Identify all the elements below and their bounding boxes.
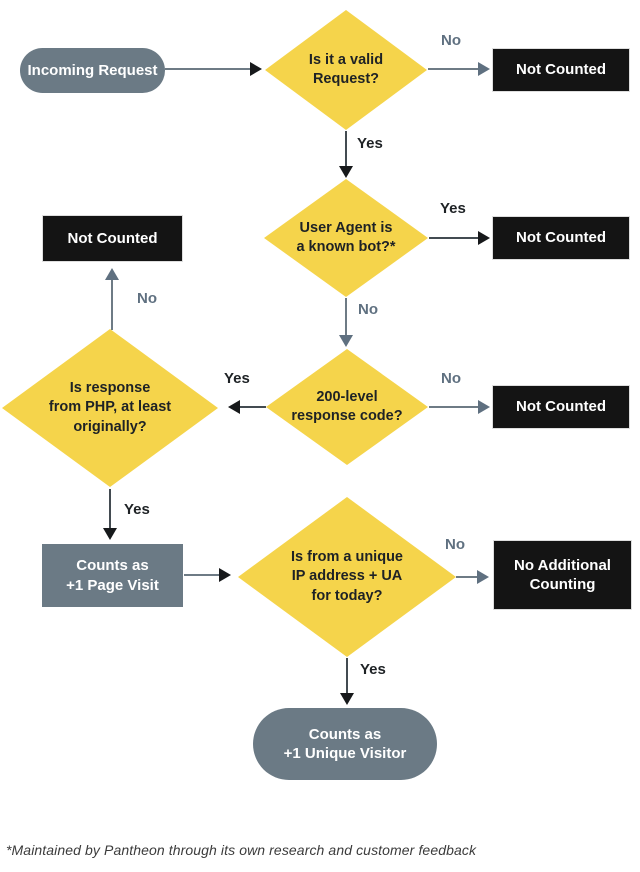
connector-line: [456, 576, 478, 578]
arrowhead-right-icon: [478, 400, 490, 414]
arrowhead-right-icon: [477, 570, 489, 584]
node-not-counted-1: Not Counted: [492, 48, 630, 92]
connector-line: [240, 406, 266, 408]
arrowhead-down-icon: [339, 166, 353, 178]
decision-response-code: 200-level response code?: [266, 349, 428, 465]
node-page-visit: Counts as +1 Page Visit: [42, 544, 183, 607]
node-incoming-request: Incoming Request: [20, 48, 165, 93]
arrowhead-right-icon: [250, 62, 262, 76]
connector-line: [429, 406, 478, 408]
arrowhead-down-icon: [103, 528, 117, 540]
connector-line: [429, 237, 478, 239]
arrowhead-right-icon: [478, 231, 490, 245]
edge-label-no: No: [137, 290, 157, 307]
connector-line: [345, 298, 347, 336]
edge-label-no: No: [441, 370, 461, 387]
arrowhead-right-icon: [219, 568, 231, 582]
edge-label-no: No: [441, 32, 461, 49]
node-not-counted-2: Not Counted: [492, 216, 630, 260]
arrowhead-down-icon: [339, 335, 353, 347]
edge-label-no: No: [358, 301, 378, 318]
decision-unique-ip-ua: Is from a unique IP address + UA for tod…: [238, 497, 456, 657]
edge-label-yes: Yes: [124, 501, 150, 518]
edge-label-yes: Yes: [360, 661, 386, 678]
decision-known-bot: User Agent is a known bot?*: [264, 179, 428, 297]
footnote-text: *Maintained by Pantheon through its own …: [6, 842, 477, 858]
connector-line: [428, 68, 478, 70]
connector-line: [111, 280, 113, 330]
arrowhead-right-icon: [478, 62, 490, 76]
arrowhead-left-icon: [228, 400, 240, 414]
arrowhead-up-icon: [105, 268, 119, 280]
node-unique-visitor: Counts as +1 Unique Visitor: [253, 708, 437, 780]
connector-line: [184, 574, 220, 576]
decision-valid-request: Is it a valid Request?: [265, 10, 427, 130]
connector-line: [109, 489, 111, 529]
edge-label-yes: Yes: [224, 370, 250, 387]
node-not-counted-3: Not Counted: [492, 385, 630, 429]
connector-line: [165, 68, 251, 70]
node-not-counted-left: Not Counted: [42, 215, 183, 262]
decision-response-from-php: Is response from PHP, at least originall…: [2, 329, 218, 487]
edge-label-yes: Yes: [440, 200, 466, 217]
connector-line: [346, 658, 348, 694]
edge-label-no: No: [445, 536, 465, 553]
node-no-additional-counting: No Additional Counting: [493, 540, 632, 610]
arrowhead-down-icon: [340, 693, 354, 705]
connector-line: [345, 131, 347, 167]
edge-label-yes: Yes: [357, 135, 383, 152]
